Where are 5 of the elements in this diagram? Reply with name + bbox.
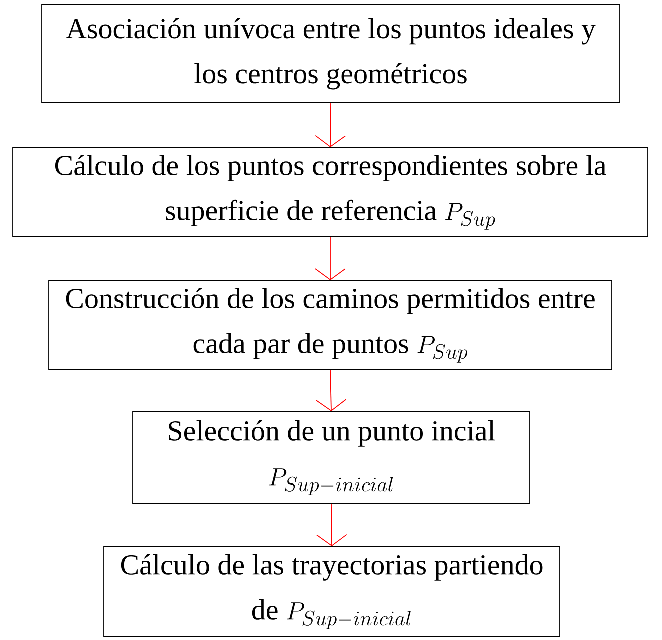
process-box: Cálculo de los puntos correspondientes sobre la superficie de referencia $P_{Sup}$ <box>12 148 648 238</box>
process-box: Asociación unívoca entre los puntos ideales y los centros geométricos <box>42 4 620 104</box>
process-box: Selección de un punto incial $P_{Sup-inicial}$ <box>132 412 530 504</box>
process-box: Cálculo de las trayectorias partiendo de $P_{Sup-inicial}$ <box>104 546 560 638</box>
process-box: Construcción de los caminos permitidos entre cada par de puntos $P_{Sup}$ <box>48 280 612 370</box>
